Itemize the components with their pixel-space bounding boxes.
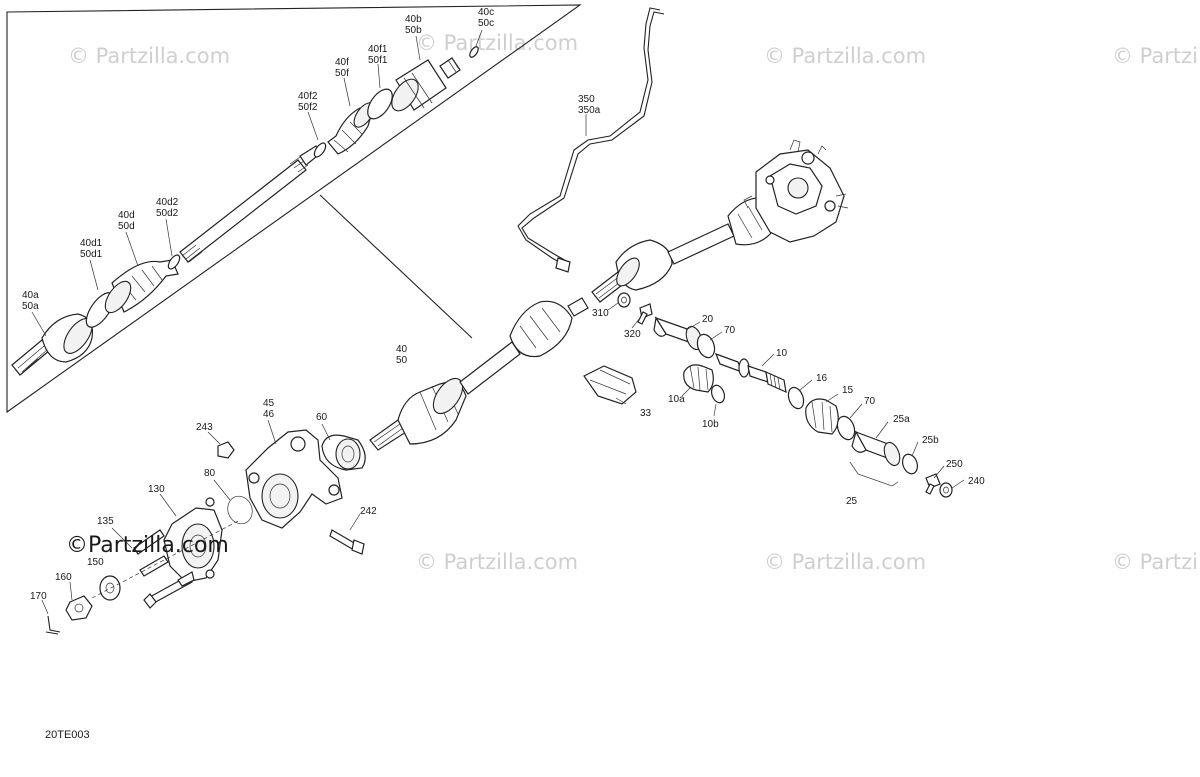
- ring-16: [787, 386, 805, 410]
- washer-310: [617, 292, 631, 308]
- shaft-10: [714, 352, 787, 394]
- halfshaft-bar: [179, 145, 322, 263]
- nut-160: [65, 595, 93, 621]
- callout-170: 170: [30, 591, 47, 602]
- callout-70b: 70: [864, 396, 876, 407]
- callout-150: 150: [87, 557, 104, 568]
- watermark-text: © Partzilla.com: [416, 550, 578, 574]
- watermark-text: © Partzilla.com: [1112, 44, 1200, 68]
- clip-40f2: [313, 142, 327, 158]
- nut-243: [217, 441, 235, 459]
- callout-25a: 25a: [893, 414, 910, 425]
- watermark-text: © Partzilla.com: [1112, 550, 1200, 574]
- right-parts-stack: [583, 302, 965, 498]
- bolt-250: [925, 473, 941, 495]
- clamp-10b: [710, 384, 726, 404]
- watermark-text: © Partzilla.com: [764, 44, 926, 68]
- boot-40d: [104, 259, 179, 314]
- inner-cv-40b: [391, 57, 461, 112]
- callout-10b: 10b: [702, 419, 719, 430]
- main-halfshaft: [369, 292, 653, 451]
- studs-135: [133, 529, 195, 609]
- clamp-40f1: [367, 88, 393, 120]
- group-bracket-25: [849, 461, 899, 487]
- guard-33: [583, 365, 637, 405]
- callout-310: 310: [592, 308, 609, 319]
- hub-leaders: [41, 419, 361, 615]
- callout-20: 20: [702, 314, 714, 325]
- right-leaders: [607, 302, 965, 489]
- callout-25b: 25b: [922, 435, 939, 446]
- ring-70b: [836, 415, 856, 441]
- bolt-320: [637, 303, 653, 325]
- callout-16: 16: [816, 373, 828, 384]
- snap-ring-40c: [469, 46, 479, 58]
- sleeve-20: [653, 316, 703, 351]
- callout-10: 10: [776, 348, 788, 359]
- cotter-pin-170: [45, 615, 61, 635]
- callout-60: 60: [316, 412, 328, 423]
- watermark-text: © Partzilla.com: [764, 550, 926, 574]
- boot-10a: [683, 364, 714, 393]
- callout-10a: 10a: [668, 394, 685, 405]
- callout-250: 250: [946, 459, 963, 470]
- breather-hose-350: [517, 7, 665, 273]
- callout-243: 243: [196, 422, 213, 433]
- inset-leader-line: [319, 194, 473, 339]
- cv-stub-40a: [11, 313, 94, 376]
- reference-code: 20TE003: [45, 729, 90, 741]
- inset-detail-box: [6, 4, 582, 414]
- differential-housing: [743, 139, 849, 243]
- inset-shaft-assembly: [11, 29, 483, 376]
- seal-80: [227, 495, 253, 525]
- watermark-text: © Partzilla.com: [416, 31, 578, 55]
- watermark-text: © Partzilla.com: [68, 44, 230, 68]
- hub-130: [163, 497, 223, 583]
- knuckle-hub-assembly: [41, 419, 366, 635]
- watermark-layer: © Partzilla.com © Partzilla.com © Partzi…: [68, 31, 1200, 574]
- callout-70: 70: [724, 325, 736, 336]
- callout-25: 25: [846, 496, 858, 507]
- callout-242: 242: [360, 506, 377, 517]
- washer-240: [939, 482, 953, 498]
- bearing-60: [321, 434, 366, 471]
- sleeve-25a: [851, 430, 901, 467]
- boot-15: [805, 398, 839, 435]
- watermark-overlay: ©Partzilla.com: [66, 533, 229, 558]
- inset-leaders: [31, 29, 483, 337]
- ring-25b: [901, 453, 919, 475]
- callout-135: 135: [97, 516, 114, 527]
- callout-33: 33: [640, 408, 652, 419]
- knuckle-45: [245, 429, 343, 529]
- washer-150: [99, 575, 121, 601]
- callout-240: 240: [968, 476, 985, 487]
- bolt-242: [329, 529, 365, 555]
- callout-130: 130: [148, 484, 165, 495]
- rear-halfshaft: [591, 197, 775, 303]
- callout-80: 80: [204, 468, 216, 479]
- callout-160: 160: [55, 572, 72, 583]
- callout-15: 15: [842, 385, 854, 396]
- callout-320: 320: [624, 329, 641, 340]
- clamp-40d2: [167, 254, 181, 270]
